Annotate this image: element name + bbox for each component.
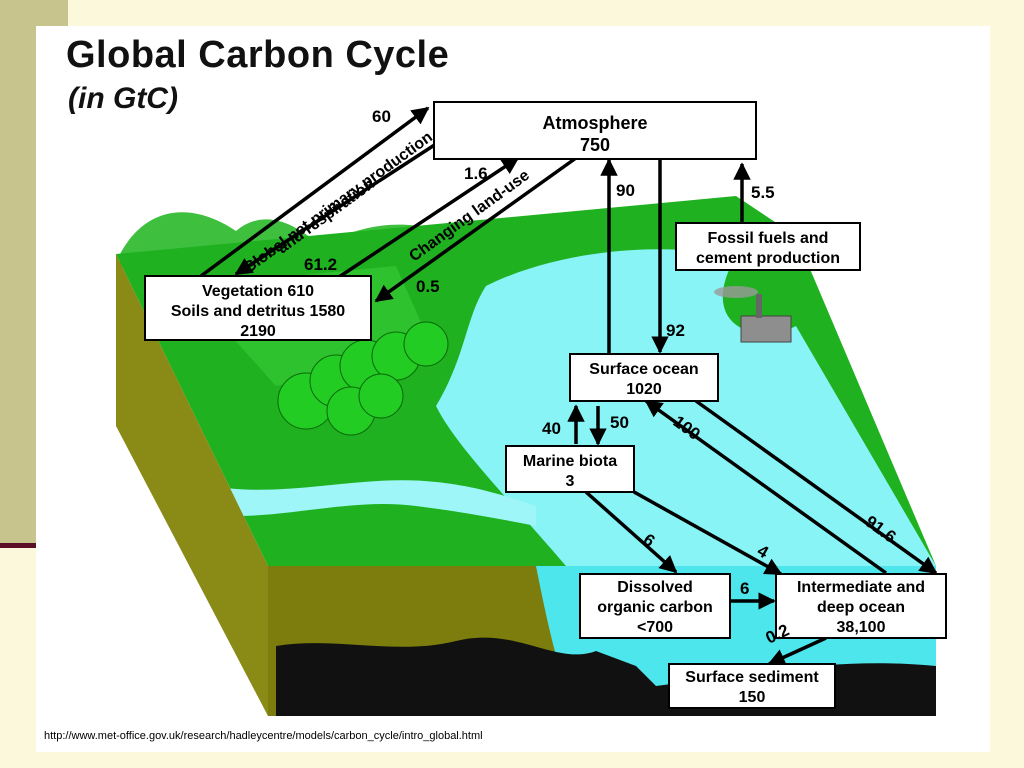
resp-value: 61.2 — [304, 255, 337, 274]
deep-up-arrow — [644, 399, 888, 575]
intermediate-line1: Intermediate and — [797, 579, 925, 596]
sidebar-accent-rule — [0, 543, 60, 548]
dissolved-line3: <700 — [637, 619, 673, 636]
surface-ocean-box — [569, 353, 719, 402]
dissolved-box — [579, 573, 731, 639]
fossil-value: 5.5 — [751, 183, 775, 202]
intermediate-box — [775, 573, 947, 639]
biota-to-deep-arrow — [633, 490, 783, 576]
fossil-box — [675, 222, 861, 271]
surface-ocean-name: Surface ocean — [589, 361, 698, 378]
slide-subtitle: (in GtC) — [68, 82, 178, 115]
ocean-down-value: 92 — [666, 321, 685, 340]
vegetation-box — [144, 275, 372, 341]
factory-smoke — [714, 286, 758, 298]
marine-biota-box — [505, 445, 635, 493]
npp-value: 60 — [372, 107, 391, 126]
ocean-up-value: 90 — [616, 181, 635, 200]
atmosphere-name: Atmosphere — [542, 113, 647, 133]
soil-side-left — [116, 254, 268, 716]
respiration-arrow — [234, 142, 437, 276]
biota-up-value: 40 — [542, 419, 561, 438]
deep-down-arrow — [694, 399, 938, 575]
marine-biota-name: Marine biota — [523, 453, 617, 470]
biota-down-value: 50 — [610, 413, 629, 432]
to-sediment-arrow — [767, 636, 827, 666]
sediment-name: Surface sediment — [685, 669, 819, 686]
atmosphere-value: 750 — [580, 135, 610, 155]
to-dissolved-arrow — [584, 490, 678, 574]
fossil-line2: cement production — [696, 250, 840, 267]
landuse-up-arrow — [335, 156, 520, 281]
dissolved-line2: organic carbon — [597, 599, 713, 616]
slide-title: Global Carbon Cycle — [66, 34, 450, 76]
factory — [740, 315, 792, 343]
landuse-down-arrow — [374, 156, 578, 303]
vegetation-line2: Soils and detritus 1580 — [171, 303, 345, 320]
atmosphere-box — [433, 101, 757, 160]
source-url[interactable]: http://www.met-office.gov.uk/research/ha… — [44, 730, 483, 742]
sediment-box — [668, 663, 836, 709]
npp-arrow — [199, 106, 430, 278]
fossil-line1: Fossil fuels and — [708, 230, 829, 247]
vegetation-line1: Vegetation 610 — [202, 283, 314, 300]
landuse-up-value: 1.6 — [464, 164, 488, 183]
intermediate-line3: 38,100 — [837, 619, 886, 636]
sediment-value: 150 — [739, 689, 766, 706]
carbon-cycle-diagram: Atmosphere 750 Fossil fuels and cement p… — [116, 101, 947, 716]
dissolved-line1: Dissolved — [617, 579, 693, 596]
slide: Atmosphere 750 Fossil fuels and cement p… — [36, 26, 990, 752]
factory-chimney — [756, 294, 762, 318]
marine-biota-value: 3 — [566, 473, 575, 490]
landuse-down-value: 0.5 — [416, 277, 440, 296]
trees — [277, 321, 449, 436]
surface-ocean-value: 1020 — [626, 381, 662, 398]
dissolved-to-deep-value: 6 — [740, 579, 749, 598]
river — [226, 480, 536, 526]
vegetation-line3: 2190 — [240, 323, 276, 340]
intermediate-line2: deep ocean — [817, 599, 905, 616]
